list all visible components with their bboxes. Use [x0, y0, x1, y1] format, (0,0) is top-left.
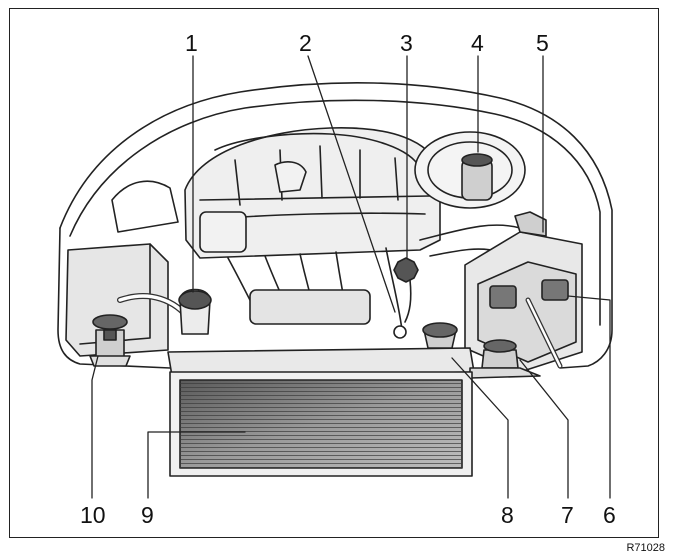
callout-4: 4 — [471, 32, 484, 55]
callout-5: 5 — [536, 32, 549, 55]
callout-6: 6 — [603, 504, 616, 527]
callout-1: 1 — [185, 32, 198, 55]
callout-8: 8 — [501, 504, 514, 527]
callout-9: 9 — [141, 504, 154, 527]
callout-2: 2 — [299, 32, 312, 55]
washer-cap — [394, 258, 418, 282]
callout-3: 3 — [400, 32, 413, 55]
callout-7: 7 — [561, 504, 574, 527]
callout-10: 10 — [80, 504, 106, 527]
reference-code: R71028 — [626, 542, 665, 554]
oil-dipstick — [386, 248, 402, 330]
